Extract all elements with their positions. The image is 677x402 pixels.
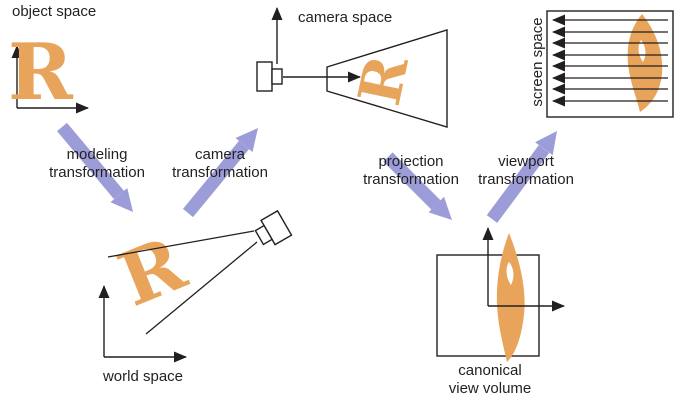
object-space-letter-r: R [8,27,74,118]
view-frustum [326,29,448,128]
world-frustum-lines [107,230,258,335]
modeling-arrowhead-icon [110,188,133,212]
projection-arrowhead-icon [428,196,452,220]
modeling-transformation-label: modeling transformation [49,146,145,181]
world-space-axes [98,285,187,363]
viewport-transformation-label: viewport transformation [478,153,574,188]
screen-space-label: screen space [529,17,546,107]
world-space-letter-r: R [108,221,198,324]
frustum-distorted-letter-r: R [345,49,422,111]
canonical-view-volume-label: canonical view volume [448,362,532,397]
projection-arrow-shaft [383,152,441,210]
world-space-label: world space [102,368,184,385]
canonical-distorted-letter-r [496,233,525,362]
scanline-arrows [552,14,668,107]
camera-lens-icon [254,224,274,246]
object-space-axes [11,45,89,114]
projection-transformation-arrow [383,152,452,220]
canonical-axes [482,227,565,312]
viewport-arrow-shaft [486,145,550,223]
screen-rect [546,10,674,118]
projection-transformation-label: projection transformation [363,153,459,188]
viewport-transformation-arrow [486,131,557,223]
camera-arrow-shaft [182,140,250,218]
camera-transformation-label: camera transformation [172,146,268,181]
camera-space-group [256,7,448,128]
canonical-view-volume-group [436,227,565,362]
screen-space-group [546,10,674,118]
world-space-group: R [98,209,293,363]
camera-arrowhead-icon [235,128,258,152]
modeling-transformation-arrow [57,122,133,212]
world-camera-icon [254,209,293,246]
frustum-edge-line [145,241,258,335]
frustum-edge-line [107,230,255,258]
viewport-arrowhead-icon [535,131,557,156]
camera-transformation-arrow [182,128,258,218]
camera-space-label: camera space [298,9,393,26]
screen-distorted-letter-r [627,14,663,112]
camera-body-icon [256,61,273,92]
modeling-arrow-shaft [57,122,124,200]
object-space-label: object space [12,3,97,20]
camera-lens-icon [271,68,283,85]
